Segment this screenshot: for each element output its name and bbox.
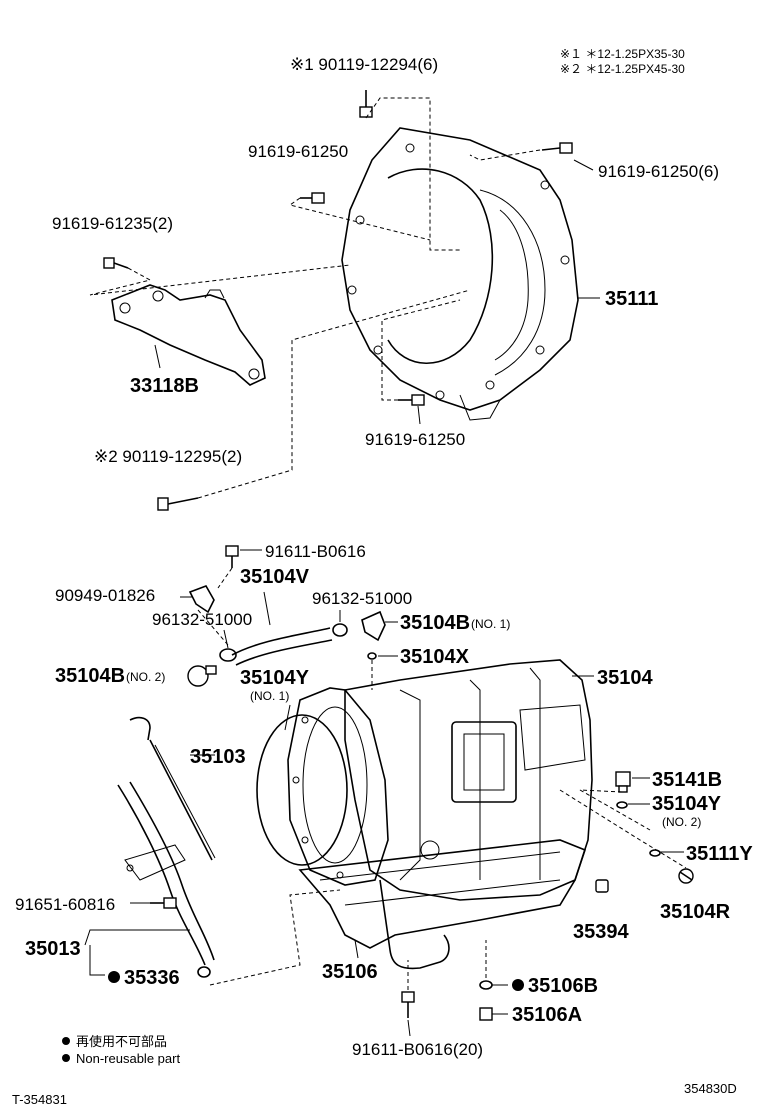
header-note-1: ※１ ＊12-1.25PX35-30 [560, 47, 685, 61]
label-90949-01826: 90949-01826 [55, 586, 155, 605]
non-reusable-dot-35106B [512, 979, 524, 991]
legend-jp: 再使用不可部品 [76, 1034, 167, 1049]
bolt-90119-12295[interactable] [157, 497, 199, 511]
label-91619-61250-bot: 91619-61250 [365, 430, 465, 449]
hose-clamp-96132-51000-b[interactable] [332, 623, 348, 637]
label-35104B-no2: 35104B [55, 665, 125, 687]
label-35394: 35394 [573, 921, 629, 943]
label-35111Y: 35111Y [686, 843, 753, 865]
o-ring-35104Y-no2[interactable] [616, 801, 628, 809]
legend-dot-jp [62, 1037, 70, 1045]
label-35141B: 35141B [652, 769, 722, 791]
gasket-35106B[interactable] [479, 980, 493, 990]
label-35104B-no2-note: (NO. 2) [126, 670, 165, 684]
label-35104Y-no1-note: (NO. 1) [250, 689, 289, 703]
label-35104V: 35104V [240, 566, 310, 588]
breather-plug-35104B-no2[interactable] [187, 665, 217, 687]
gasket-35104X[interactable] [367, 652, 377, 660]
legend-dot-en [62, 1054, 70, 1062]
label-35104Y-no2: 35104Y [652, 793, 722, 815]
label-35104Y-no2-note: (NO. 2) [662, 815, 701, 829]
breather-plug-35104B-no1[interactable] [361, 610, 386, 642]
label-35104X: 35104X [400, 646, 470, 668]
oil-cooler-pipe[interactable] [379, 879, 450, 970]
drain-plug-35106A[interactable] [479, 1007, 493, 1021]
breather-hose-35104V[interactable] [231, 627, 333, 666]
bolt-91611-B0616-20[interactable] [401, 991, 415, 1018]
plug-35141B[interactable] [615, 771, 631, 793]
bolt-91651-60816[interactable] [150, 897, 177, 909]
label-35336: 35336 [124, 967, 180, 989]
bolt-91611-B0616[interactable] [225, 545, 239, 568]
oil-pan-35106[interactable] [298, 839, 586, 949]
hose-clamp-96132-51000-a[interactable] [219, 648, 237, 662]
label-91611-B0616-20: 91611-B0616(20) [352, 1040, 483, 1059]
label-35106: 35106 [322, 961, 378, 983]
label-35106A: 35106A [512, 1004, 582, 1026]
label-35104R: 35104R [660, 901, 731, 923]
header-note-2: ※２ ＊12-1.25PX45-30 [560, 62, 685, 76]
label-35104Y-no1: 35104Y [240, 667, 310, 689]
footer-right-id: 354830D [684, 1081, 737, 1096]
fill-tube-35013[interactable] [117, 781, 215, 966]
bracket-33118B[interactable] [111, 284, 266, 386]
label-91619-61250-top: 91619-61250 [248, 142, 348, 161]
plug-35104R[interactable] [678, 868, 694, 884]
label-90119-12294: ※1 90119-12294(6) [290, 55, 438, 74]
non-reusable-dot-35336 [108, 971, 120, 983]
label-35104B-no1-note: (NO. 1) [471, 617, 510, 631]
bolt-91619-61250-bot[interactable] [398, 394, 425, 406]
bolt-91619-61235[interactable] [103, 257, 129, 269]
label-35013: 35013 [25, 938, 81, 960]
legend-en: Non-reusable part [76, 1051, 180, 1066]
bolt-91619-61250-6[interactable] [541, 142, 573, 154]
bolt-91619-61250-top[interactable] [300, 192, 325, 204]
label-91651-60816: 91651-60816 [15, 895, 115, 914]
transmission-case-35104[interactable] [344, 659, 593, 901]
label-35104B-no1: 35104B [400, 612, 470, 634]
label-35103: 35103 [190, 746, 246, 768]
clip-90949-01826[interactable] [188, 585, 215, 614]
label-90119-12295: ※2 90119-12295(2) [94, 447, 242, 466]
label-33118B: 33118B [130, 375, 199, 397]
label-35104: 35104 [597, 667, 653, 689]
label-35106B: 35106B [528, 975, 598, 997]
label-96132-51000-b: 96132-51000 [312, 589, 412, 608]
label-91619-61250-6: 91619-61250(6) [598, 162, 719, 181]
case-front-flange[interactable] [287, 687, 389, 886]
magnet-35394[interactable] [595, 879, 609, 893]
o-ring-35111Y[interactable] [649, 849, 661, 857]
dipstick-35103[interactable] [129, 716, 216, 861]
label-96132-51000-a: 96132-51000 [152, 610, 252, 629]
label-35111: 35111 [605, 288, 658, 310]
bolt-90119-12294[interactable] [359, 90, 373, 118]
label-91611-B0616: 91611-B0616 [265, 542, 366, 561]
o-ring-35104Y-no1[interactable] [256, 714, 348, 866]
o-ring-35336[interactable] [197, 966, 211, 978]
footer-left-id: T-354831 [12, 1092, 67, 1107]
label-91619-61235: 91619-61235(2) [52, 214, 173, 233]
bell-housing-35111[interactable] [341, 127, 579, 421]
